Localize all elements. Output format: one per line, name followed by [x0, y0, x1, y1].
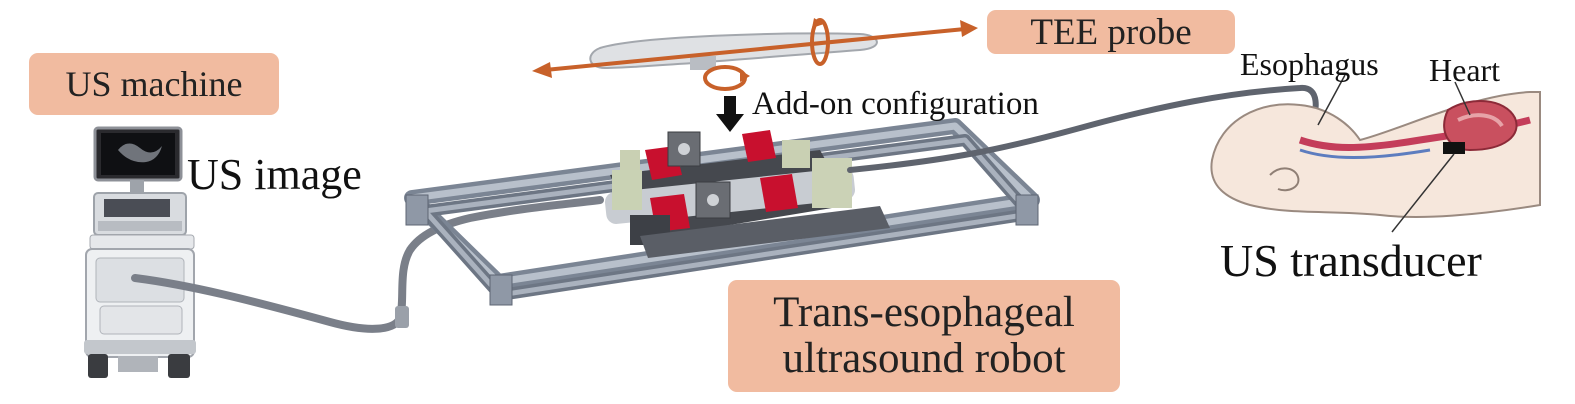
- us-machine-label: US machine: [29, 53, 279, 115]
- robot-label-line1: Trans-esophageal: [773, 288, 1075, 336]
- robot-label: Trans-esophageal ultrasound robot: [728, 280, 1120, 392]
- esophagus-label: Esophagus: [1240, 46, 1379, 82]
- robot-mechanism: [605, 130, 890, 258]
- us-image-label: US image: [187, 150, 362, 199]
- robot-label-line2: ultrasound robot: [782, 335, 1066, 382]
- add-on-configuration-label: Add-on configuration: [752, 86, 1039, 122]
- tee-probe-illustration: [532, 18, 978, 132]
- heart-label: Heart: [1429, 52, 1501, 88]
- us-machine-illustration: [84, 126, 196, 378]
- patient-illustration: [1210, 74, 1541, 233]
- tee-probe-label: TEE probe: [987, 10, 1235, 54]
- us-transducer-label: US transducer: [1220, 235, 1482, 286]
- cable-machine-to-robot: [131, 196, 604, 333]
